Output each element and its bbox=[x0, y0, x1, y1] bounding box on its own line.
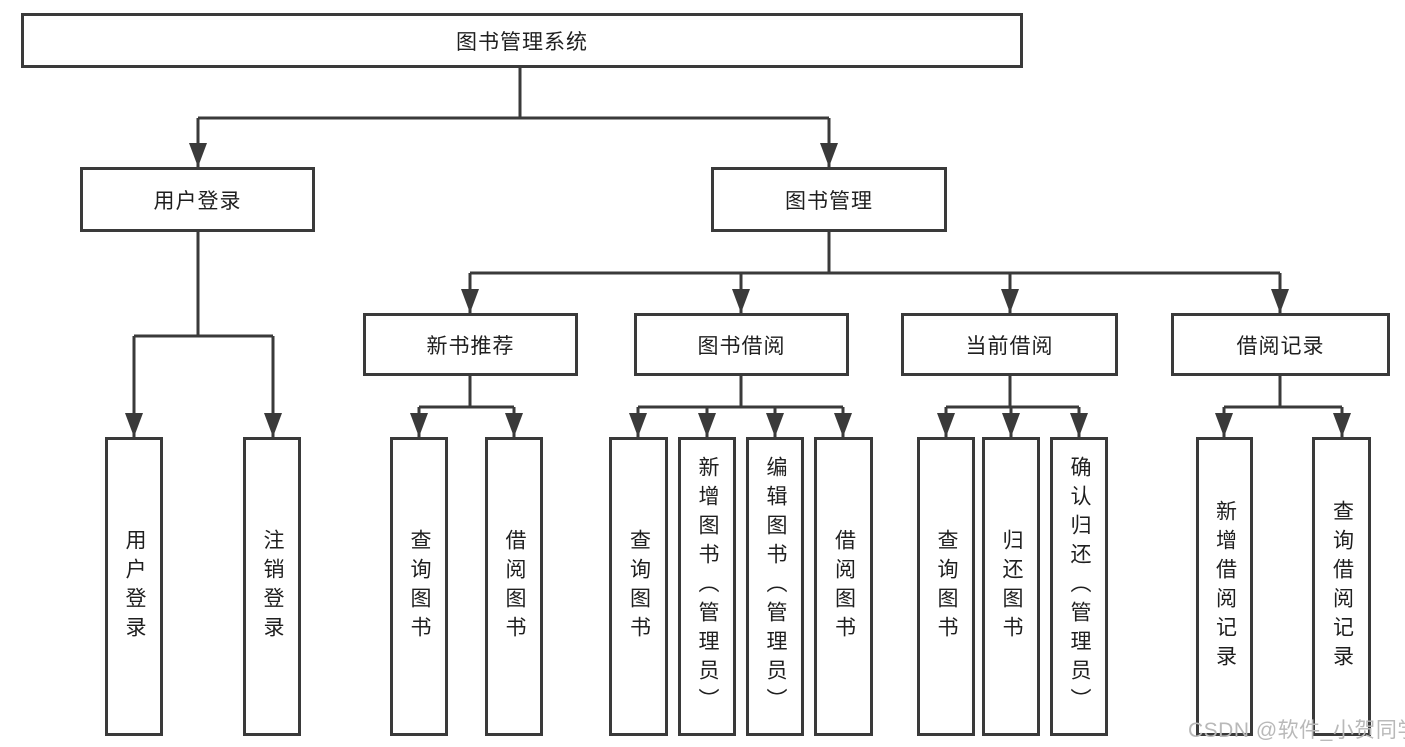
leaf-add-borrow-record-label: 新增借阅记录 bbox=[1213, 499, 1237, 674]
leaf-query-books-current: 查询图书 bbox=[917, 437, 975, 736]
leaf-borrow-books-recommend: 借阅图书 bbox=[485, 437, 543, 736]
leaf-logout: 注销登录 bbox=[243, 437, 301, 736]
leaf-add-books-admin-label: 新增图书（管理员） bbox=[696, 456, 719, 717]
leaf-query-books-recommend-label: 查询图书 bbox=[408, 528, 431, 645]
node-user-login: 用户登录 bbox=[80, 167, 315, 232]
leaf-edit-books-admin: 编辑图书（管理员） bbox=[746, 437, 804, 736]
leaf-borrow-books-recommend-label: 借阅图书 bbox=[503, 528, 526, 645]
leaf-query-books-current-label: 查询图书 bbox=[935, 528, 958, 645]
leaf-add-books-admin: 新增图书（管理员） bbox=[678, 437, 736, 736]
leaf-query-borrow-record-label: 查询借阅记录 bbox=[1330, 499, 1354, 674]
leaf-return-books: 归还图书 bbox=[982, 437, 1040, 736]
leaf-query-books-borrow: 查询图书 bbox=[609, 437, 668, 736]
csdn-watermark: CSDN @软件_小贺同学 bbox=[1188, 719, 1405, 742]
node-new-book-recommend: 新书推荐 bbox=[363, 313, 578, 376]
node-borrow-records: 借阅记录 bbox=[1171, 313, 1390, 376]
node-root-system: 图书管理系统 bbox=[21, 13, 1023, 68]
leaf-logout-label: 注销登录 bbox=[261, 528, 284, 645]
leaf-return-books-label: 归还图书 bbox=[1000, 528, 1023, 645]
leaf-edit-books-admin-label: 编辑图书（管理员） bbox=[764, 456, 787, 717]
leaf-user-login: 用户登录 bbox=[105, 437, 163, 736]
leaf-borrow-books-borrow: 借阅图书 bbox=[814, 437, 873, 736]
leaf-user-login-label: 用户登录 bbox=[123, 528, 146, 645]
leaf-confirm-return-admin: 确认归还（管理员） bbox=[1050, 437, 1108, 736]
leaf-confirm-return-admin-label: 确认归还（管理员） bbox=[1068, 456, 1091, 717]
leaf-borrow-books-borrow-label: 借阅图书 bbox=[832, 528, 856, 645]
node-book-borrow: 图书借阅 bbox=[634, 313, 849, 376]
node-current-borrow: 当前借阅 bbox=[901, 313, 1118, 376]
leaf-add-borrow-record: 新增借阅记录 bbox=[1196, 437, 1253, 736]
leaf-query-books-borrow-label: 查询图书 bbox=[627, 528, 651, 645]
leaf-query-borrow-record: 查询借阅记录 bbox=[1312, 437, 1371, 736]
leaf-query-books-recommend: 查询图书 bbox=[390, 437, 448, 736]
node-book-management: 图书管理 bbox=[711, 167, 947, 232]
